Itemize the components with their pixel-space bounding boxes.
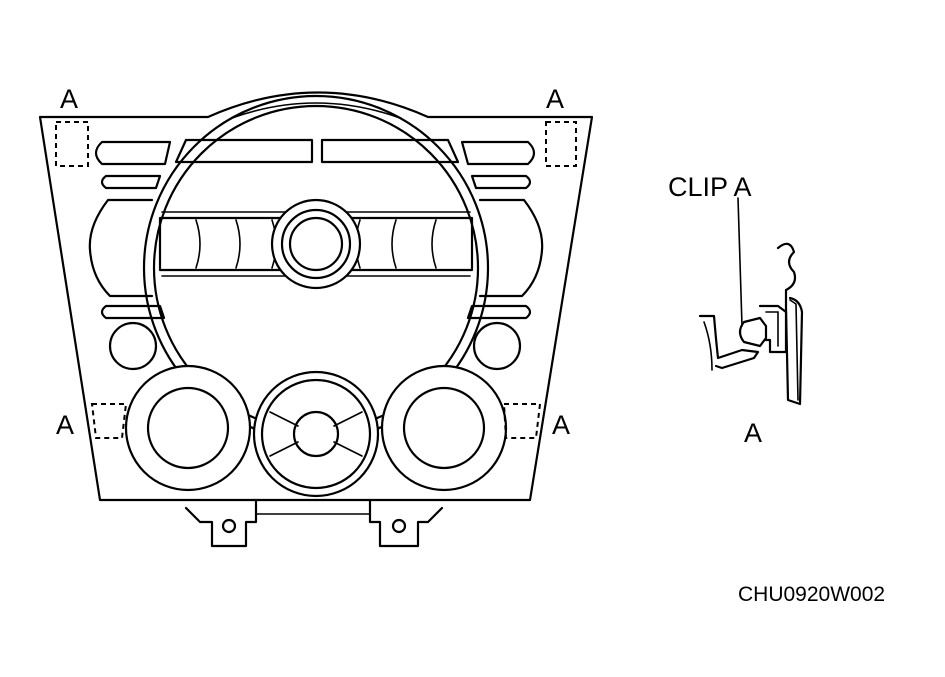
volume-knob-inner <box>288 216 344 272</box>
top-slot-center-left <box>174 138 314 164</box>
climate-dial-center-inner <box>292 410 340 458</box>
side-pod-right <box>478 198 544 298</box>
clip-body <box>738 316 768 348</box>
clip-label-bottom-left: A <box>56 410 74 440</box>
side-slot-right-top <box>470 174 532 190</box>
clip-name-label: CLIP A <box>668 172 752 202</box>
volume-knob-mid <box>280 208 352 280</box>
side-slot-left-bottom <box>100 304 166 320</box>
dial-spoke <box>269 411 299 427</box>
clip-label-top-left: A <box>60 84 78 114</box>
clip-label-bottom-right: A <box>552 410 570 440</box>
center-panel <box>38 91 594 548</box>
mount-hole-left <box>221 518 237 534</box>
climate-dial-center-ring <box>260 378 372 490</box>
mount-wall-edge <box>789 299 799 401</box>
top-arch-line <box>231 102 401 119</box>
top-slot-right <box>460 140 536 166</box>
climate-dial-right-outer <box>380 364 508 492</box>
panel-outline <box>38 91 594 502</box>
mount-hole-right <box>391 518 407 534</box>
clip-housing-inner <box>765 311 779 347</box>
climate-dial-center-outer <box>252 370 380 498</box>
climate-dial-right-inner <box>402 386 486 470</box>
mount-bracket-left <box>184 498 258 548</box>
dial-spoke <box>333 441 363 457</box>
button-round-right <box>472 321 522 371</box>
panel-edge-lower <box>703 321 713 371</box>
top-slot-left <box>94 140 172 166</box>
figure-code: CHU0920W002 <box>738 583 885 606</box>
clip-leader-line <box>737 197 743 327</box>
panel-edge <box>698 314 760 370</box>
dial-spoke <box>333 411 363 427</box>
clip-detail-view <box>698 197 804 406</box>
button-round-left <box>108 321 158 371</box>
side-pod-left <box>88 198 154 298</box>
mount-bracket-right <box>368 498 444 548</box>
clip-position-top-right <box>545 121 577 167</box>
mount-wall <box>776 242 804 406</box>
clip-position-bottom-left <box>90 403 128 439</box>
clip-position-bottom-right <box>502 403 542 439</box>
detail-view-label: A <box>744 418 762 448</box>
dial-spoke <box>269 441 299 457</box>
volume-knob-outer <box>270 198 362 290</box>
side-slot-right-bottom <box>466 304 532 320</box>
clip-position-top-left <box>55 121 89 167</box>
climate-dial-left-inner <box>146 386 230 470</box>
top-slot-center-right <box>320 138 460 164</box>
side-slot-left-top <box>100 174 162 190</box>
clip-label-top-right: A <box>546 84 564 114</box>
climate-dial-left-outer <box>124 364 252 492</box>
